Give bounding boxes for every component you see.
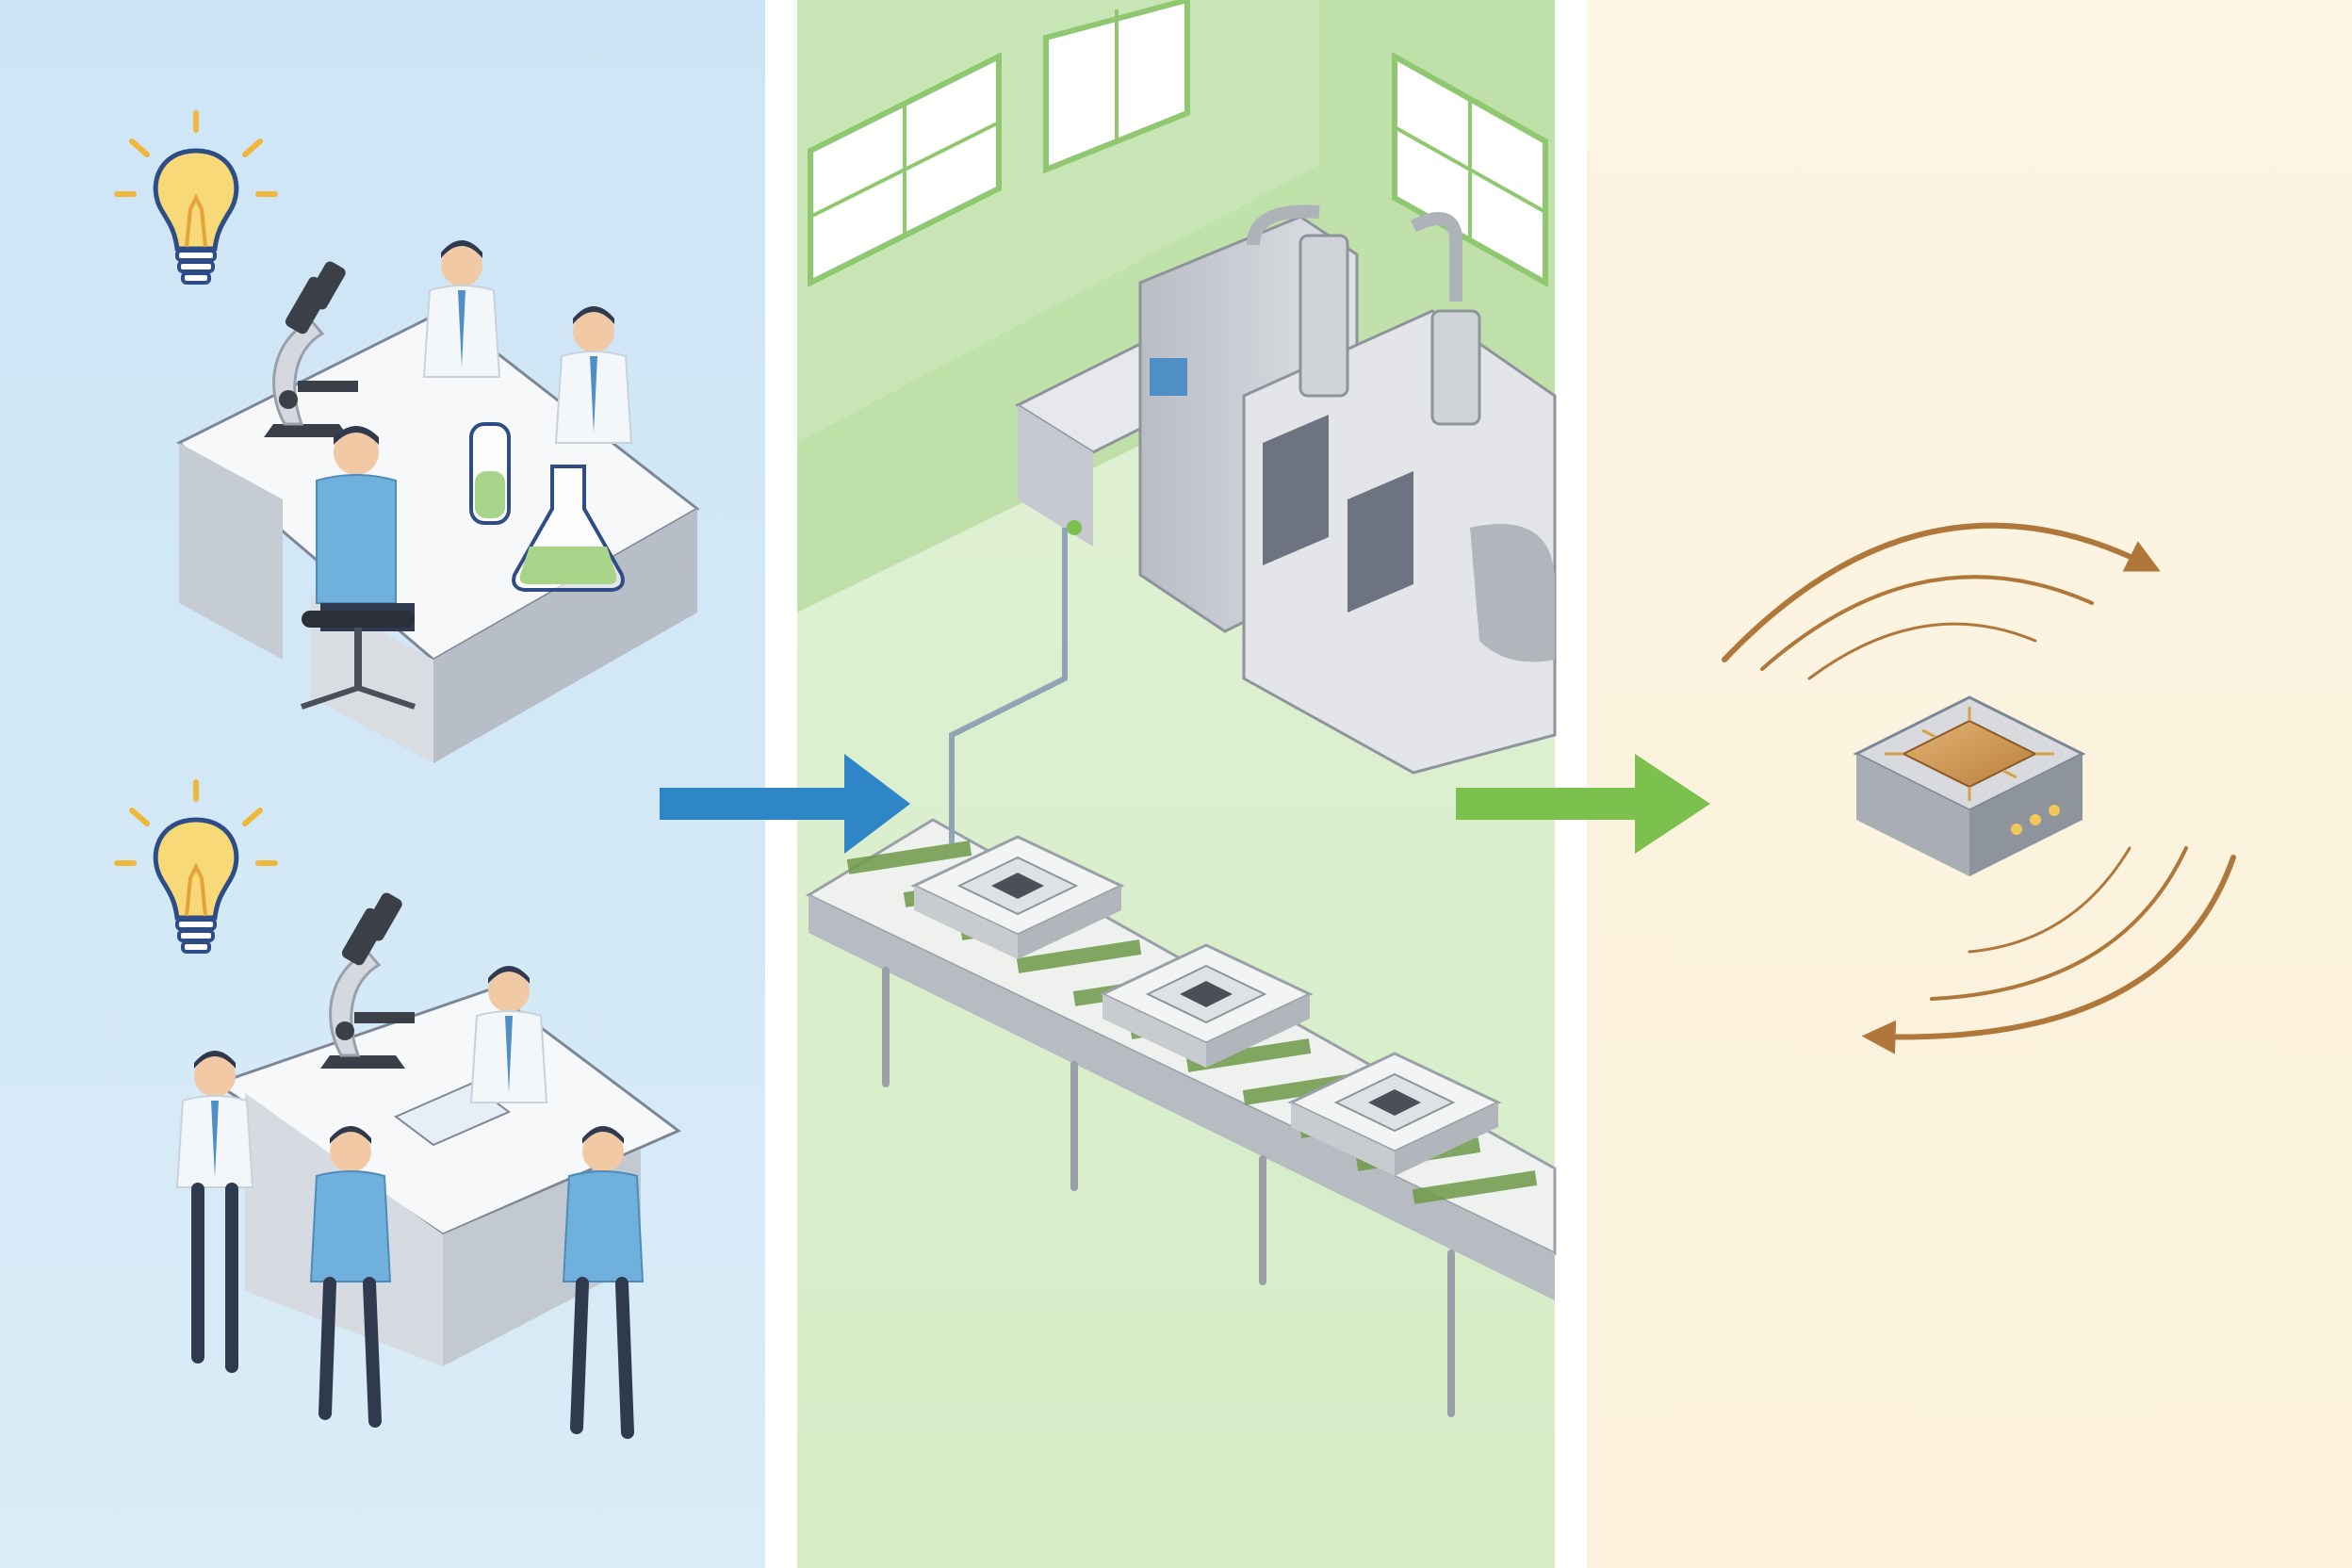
product-scene	[1722, 522, 2236, 1054]
lab-scene-top	[117, 113, 700, 763]
lab-scene-bottom	[117, 782, 681, 1439]
flask-icon	[512, 465, 625, 592]
panel-divider-right	[1555, 0, 1587, 1568]
beaker-icon	[469, 422, 511, 525]
seated-researcher	[301, 426, 416, 710]
panel-divider-left	[765, 0, 797, 1568]
flow-arrow-manufacturing-to-product	[1456, 754, 1710, 854]
chip-icon	[1853, 695, 2086, 876]
factory-machine-icon	[1014, 204, 1557, 775]
factory-scene	[797, 0, 1557, 1417]
rotation-arrows-icon	[1722, 522, 2236, 1054]
flow-arrow-research-to-manufacturing	[660, 754, 910, 854]
conveyor-belt-icon	[805, 528, 1557, 1417]
